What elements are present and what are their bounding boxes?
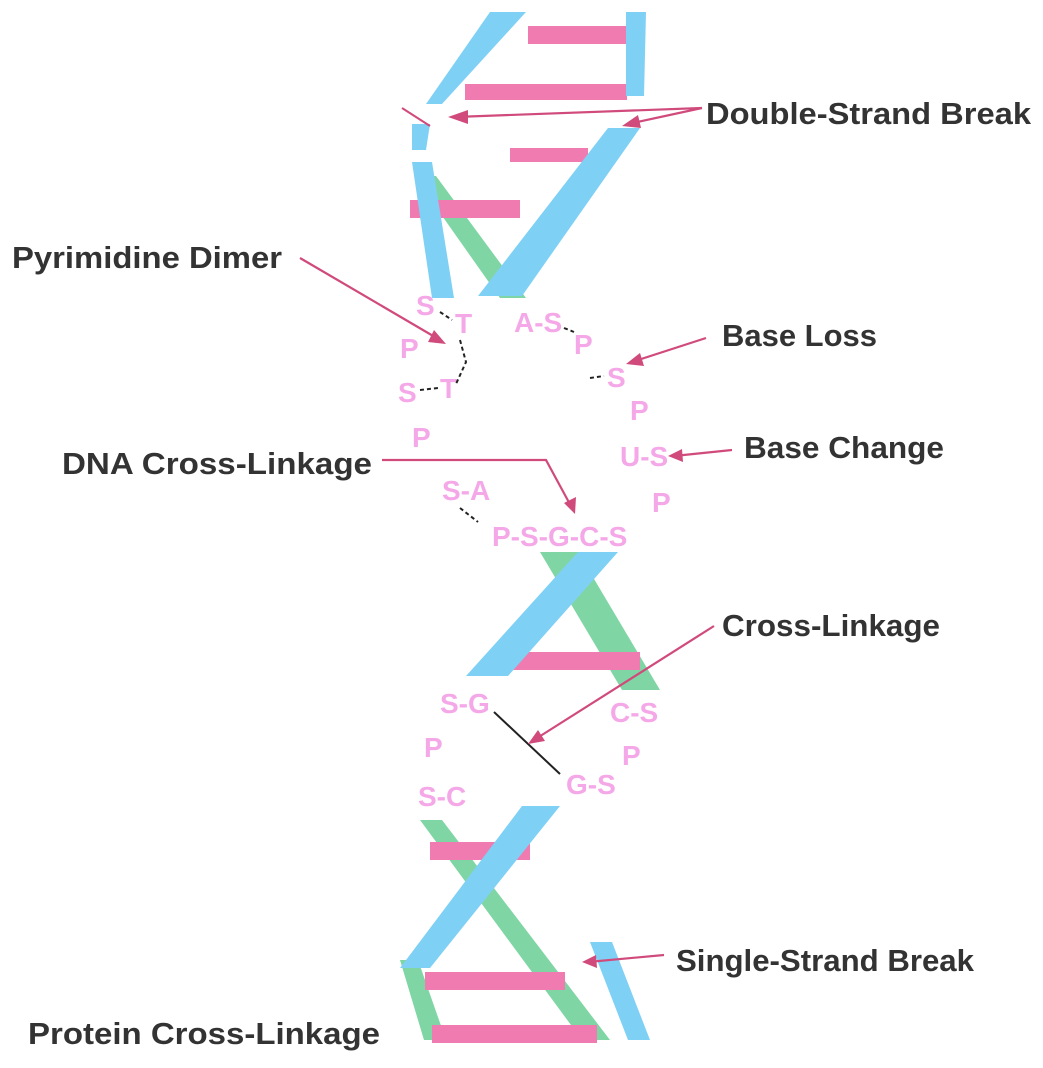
arrowhead: [564, 497, 576, 514]
nucleotide-p: P: [652, 487, 671, 518]
arrowhead: [582, 955, 597, 968]
nucleotide-s-g: S-G: [440, 688, 490, 719]
base-pair-bar: [432, 1025, 597, 1043]
cross-linkage-bond: [494, 712, 560, 774]
lower-helix-segment: [400, 806, 650, 1043]
pyrimidine-dimer-bond: [420, 388, 438, 390]
nucleotide-p: P: [400, 333, 419, 364]
upper-helix-segment: [410, 12, 646, 298]
callout-labels: Double-Strand Break Pyrimidine Dimer Bas…: [12, 96, 1032, 1051]
nucleotide-p: P: [622, 740, 641, 771]
label-pyrimidine-dimer: Pyrimidine Dimer: [12, 240, 282, 275]
nucleotide-u-s: U-S: [620, 441, 668, 472]
nucleotide-s: S: [398, 377, 417, 408]
label-base-change: Base Change: [744, 430, 944, 465]
arrowhead: [668, 449, 683, 462]
nucleotide-p: P: [424, 732, 443, 763]
blue-strand: [626, 12, 646, 96]
backbone-link: [456, 340, 466, 384]
base-pair-bar: [528, 26, 638, 44]
nucleotide-t: T: [440, 373, 457, 404]
nucleotide-s-c: S-C: [418, 781, 466, 812]
backbone-link: [440, 312, 452, 320]
lower-bubble: S-G P S-C C-S P G-S: [418, 688, 658, 812]
arrowhead: [528, 730, 545, 744]
blue-strand: [412, 162, 454, 298]
base-pair-bar: [425, 972, 565, 990]
nucleotide-p: P: [574, 329, 593, 360]
label-double-strand-break: Double-Strand Break: [706, 96, 1032, 131]
label-base-loss: Base Loss: [722, 318, 877, 353]
nucleotide-c-s: C-S: [610, 697, 658, 728]
nucleotide-s-a: S-A: [442, 475, 490, 506]
base-change-arrow: [674, 450, 732, 456]
backbone-link: [564, 328, 574, 332]
backbone-link: [460, 508, 478, 522]
nucleotide-g-s: G-S: [566, 769, 616, 800]
break-mark: [402, 108, 430, 126]
nucleotide-p: P: [412, 422, 431, 453]
nucleotide-t: T: [455, 308, 472, 339]
nucleotide-s: S: [416, 290, 435, 321]
arrowhead: [428, 330, 446, 344]
base-pair-bar: [465, 84, 627, 100]
upper-bubble: S T P S T P S-A P-S-G-C-S A-S P S P U-S …: [398, 290, 671, 552]
nucleotide-s: S: [607, 362, 626, 393]
label-cross-linkage: Cross-Linkage: [722, 608, 940, 643]
arrowhead: [448, 110, 468, 124]
label-single-strand-break: Single-Strand Break: [676, 943, 975, 978]
nucleotide-a-s: A-S: [514, 307, 562, 338]
middle-helix-segment: [466, 552, 660, 690]
base-pair-bar: [510, 148, 588, 162]
nucleotide-p: P: [630, 395, 649, 426]
nucleotide-run-psgcs: P-S-G-C-S: [492, 521, 627, 552]
backbone-link: [590, 376, 604, 378]
arrowhead: [626, 353, 644, 366]
label-dna-cross-linkage: DNA Cross-Linkage: [62, 446, 372, 481]
base-pair-bar: [508, 652, 640, 670]
base-loss-arrow: [632, 338, 706, 362]
label-protein-cross-linkage: Protein Cross-Linkage: [28, 1016, 380, 1051]
arrowhead: [622, 115, 641, 128]
blue-strand: [412, 124, 430, 150]
